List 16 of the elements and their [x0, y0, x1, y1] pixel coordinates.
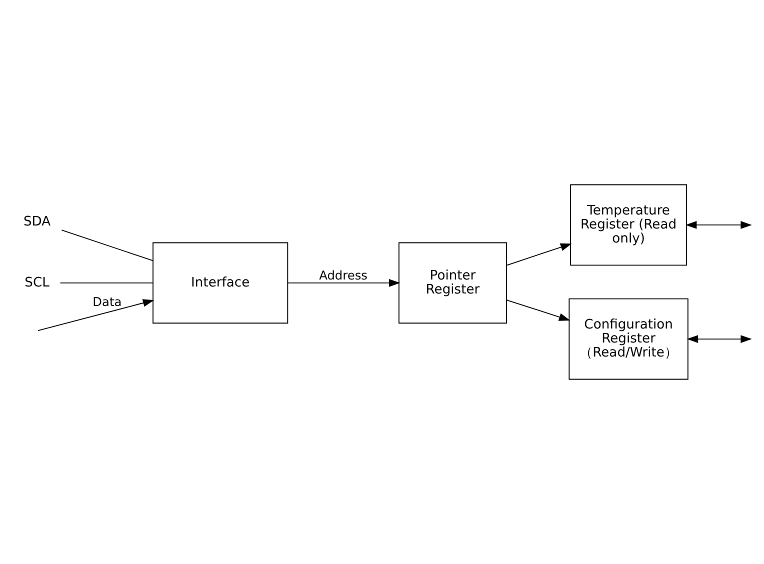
arrow — [506, 300, 570, 321]
arrow — [506, 243, 572, 266]
node-text: SDA — [24, 214, 51, 230]
node-box: Temperature Register (Read only) — [570, 184, 687, 266]
node-box: Pointer Register — [398, 242, 507, 324]
arrow — [685, 221, 752, 229]
node-box: Configuration Register （Read/Write） — [568, 298, 688, 380]
connector — [60, 282, 154, 284]
edge-label: Address — [319, 268, 368, 283]
connector — [61, 230, 154, 262]
arrow — [288, 279, 400, 287]
node-box: Interface — [152, 242, 288, 324]
node-text: SCL — [24, 275, 50, 290]
edge-label: Data — [92, 294, 122, 309]
arrow — [38, 299, 154, 332]
arrow — [686, 335, 752, 343]
